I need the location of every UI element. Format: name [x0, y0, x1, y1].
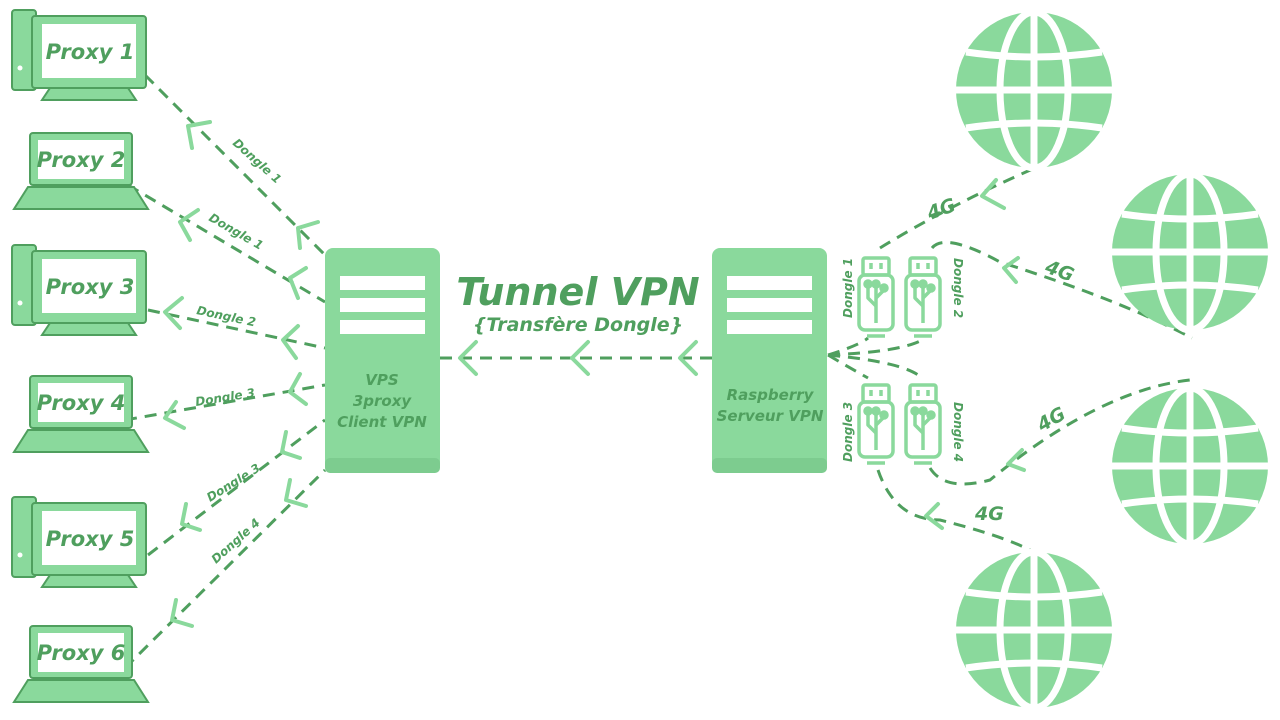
- globe-4-icon: [956, 552, 1112, 708]
- proxy-2: Proxy 2: [12, 132, 150, 210]
- proxy-4: Proxy 4: [12, 375, 150, 453]
- usb-dongle-3-icon: [857, 383, 895, 465]
- dongle-label-3: Dongle 3: [841, 402, 855, 462]
- 4g-label-4: 4G: [974, 503, 1004, 525]
- link-proxy-6: [123, 468, 327, 670]
- laptop-base-icon: [12, 186, 150, 210]
- dongle-label-1: Dongle 1: [841, 258, 855, 318]
- proxy-label: Proxy 1: [46, 40, 135, 64]
- keyboard-icon: [40, 87, 138, 101]
- raspberry-server: Raspberry Serveur VPN: [712, 248, 827, 473]
- link-proxy-2: [127, 183, 326, 304]
- link-rpi-dongle-2: [827, 338, 923, 357]
- usb-dongle-1-icon: [857, 256, 895, 338]
- dongle-label-4: Dongle 4: [951, 402, 965, 462]
- vps-label-line2: 3proxy: [353, 392, 413, 410]
- usb-dongles: Dongle 1 Dongle 2 Dongle 3 Dongle 4: [841, 256, 965, 465]
- keyboard-icon: [40, 574, 138, 588]
- raspberry-drive-bay-1: [727, 276, 812, 290]
- globe-2-icon: [1112, 174, 1268, 330]
- 4g-labels: 4G 4G 4G 4G: [923, 194, 1077, 525]
- link-label-proxy-3: Dongle 2: [195, 303, 257, 329]
- vps-drive-bay-2: [340, 298, 425, 312]
- proxy-1: Proxy 1: [11, 9, 147, 101]
- link-rpi-dongle-4: [827, 353, 924, 380]
- link-4g-2: [930, 240, 1193, 340]
- proxy-5: Proxy 5: [11, 496, 147, 588]
- link-proxy-1: [143, 73, 327, 257]
- laptop-base-icon: [12, 679, 150, 703]
- link-4g-4: [876, 469, 1031, 552]
- proxy-link-labels: Dongle 1 Dongle 1 Dongle 2 Dongle 3 Dong…: [194, 136, 284, 566]
- link-rpi-dongle-3: [827, 353, 869, 380]
- 4g-label-3: 4G: [1033, 403, 1070, 437]
- raspberry-drive-bay-2: [727, 298, 812, 312]
- link-label-proxy-2: Dongle 1: [207, 210, 266, 252]
- globe-3-icon: [1112, 388, 1268, 544]
- direction-arrows: [163, 120, 1026, 628]
- usb-dongle-2-icon: [904, 256, 942, 338]
- raspberry-drive-bay-3: [727, 320, 812, 334]
- laptop-base-icon: [12, 429, 150, 453]
- keyboard-icon: [40, 322, 138, 336]
- link-label-proxy-1: Dongle 1: [230, 136, 284, 187]
- proxy-label: Proxy 6: [37, 641, 126, 665]
- dongle-label-2: Dongle 2: [951, 258, 965, 318]
- link-label-proxy-5: Dongle 3: [204, 461, 262, 505]
- proxy-label: Proxy 2: [37, 148, 126, 172]
- vps-label-line3: Client VPN: [337, 413, 427, 431]
- link-proxy-3: [147, 308, 326, 350]
- proxy-label: Proxy 5: [46, 527, 135, 551]
- raspberry-label-line2: Serveur VPN: [717, 407, 824, 425]
- vps-server: VPS 3proxy Client VPN: [325, 248, 440, 473]
- link-4g-3: [928, 378, 1191, 486]
- globe-1-icon: [956, 12, 1112, 168]
- proxy-6: Proxy 6: [12, 625, 150, 703]
- usb-dongle-4-icon: [904, 383, 942, 465]
- tunnel-title: Tunnel VPN: [456, 270, 699, 314]
- vps-label-line1: VPS: [365, 371, 398, 389]
- globes: [956, 12, 1268, 708]
- raspberry-label-line1: Raspberry: [727, 386, 815, 404]
- proxy-label: Proxy 3: [46, 275, 135, 299]
- 4g-label-1: 4G: [923, 194, 959, 225]
- proxy-label: Proxy 4: [37, 391, 126, 415]
- proxy-computers: Proxy 1 Proxy 2 Proxy 3 Proxy 4 Proxy 5 Proxy…: [11, 9, 150, 703]
- tunnel-subtitle: {Transfère Dongle}: [473, 314, 683, 336]
- link-4g-1: [879, 166, 1036, 250]
- link-label-proxy-4: Dongle 3: [194, 386, 256, 409]
- link-proxy-5: [147, 418, 326, 557]
- vps-drive-bay-1: [340, 276, 425, 290]
- vps-drive-bay-3: [340, 320, 425, 334]
- proxy-3: Proxy 3: [11, 244, 147, 336]
- 4g-label-2: 4G: [1041, 256, 1077, 287]
